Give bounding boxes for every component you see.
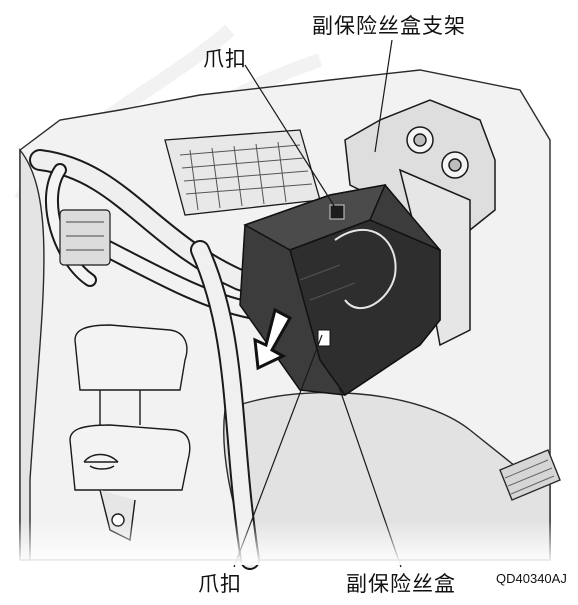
leader-line-bracket	[374, 39, 393, 153]
press-direction-arrow-icon	[253, 307, 293, 371]
fuse-box-bracket	[344, 99, 496, 347]
side-connector	[59, 209, 111, 266]
sub-fuse-box	[239, 184, 441, 397]
label-clip-bottom: 爪扣	[198, 572, 242, 596]
label-clip-top: 爪扣	[203, 47, 247, 71]
leader-line-clip-top	[244, 64, 339, 213]
hood-release-bracket	[69, 324, 191, 542]
label-fuse-box-bracket: 副保险丝盒支架	[312, 14, 466, 38]
label-sub-fuse-box: 副保险丝盒	[346, 572, 456, 596]
figure-code: QD40340AJ	[496, 571, 567, 586]
connector-block	[164, 129, 321, 216]
hood-release-icon	[83, 453, 119, 470]
